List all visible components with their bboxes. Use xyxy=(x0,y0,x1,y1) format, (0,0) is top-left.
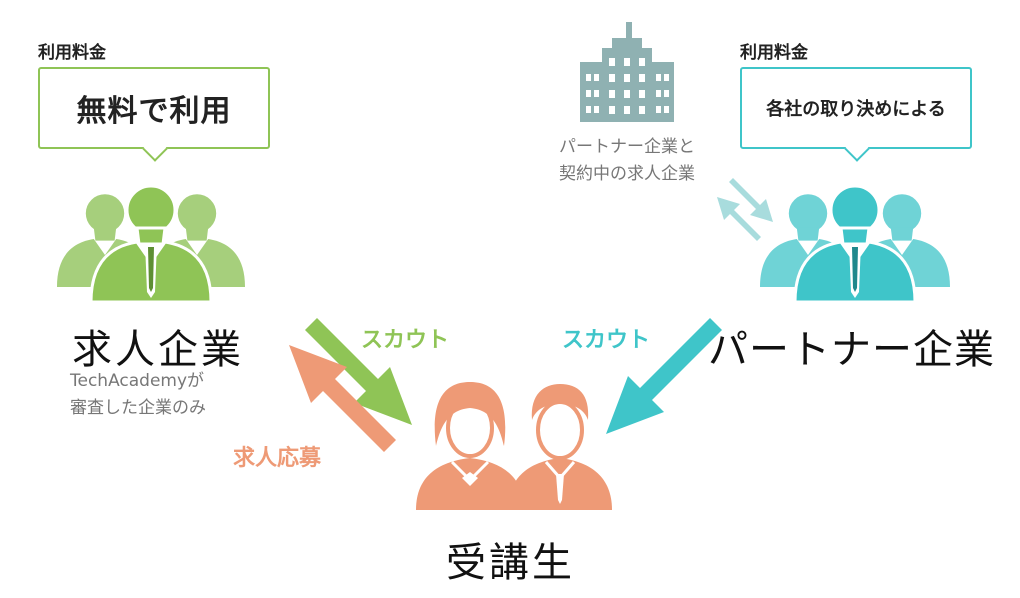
employer-scout-arrow xyxy=(305,318,412,425)
contracted-companies-caption: パートナー企業と 契約中の求人企業 xyxy=(537,134,717,188)
contract-exchange-arrows xyxy=(717,178,773,241)
employer-note-line-1: TechAcademyが xyxy=(70,371,205,391)
partner-node-label: パートナー企業 xyxy=(708,327,995,373)
office-building-icon xyxy=(580,22,674,122)
students-icon xyxy=(416,382,612,510)
employer-fee-callout: 無料で利用 xyxy=(38,67,270,149)
student-apply-label: 求人応募 xyxy=(233,446,322,471)
employer-fee-label: 利用料金 xyxy=(38,43,106,63)
employer-note-line-2: 審査した企業のみ xyxy=(70,398,206,418)
employer-note: TechAcademyが 審査した企業のみ xyxy=(70,368,206,422)
partner-scout-label: スカウト xyxy=(562,328,651,353)
partner-scout-arrow xyxy=(606,318,722,434)
partner-fee-value: 各社の取り決めによる xyxy=(766,99,946,120)
partner-fee-callout: 各社の取り決めによる xyxy=(740,67,972,149)
student-apply-arrow xyxy=(289,345,396,452)
business-people-icon xyxy=(57,184,245,304)
partner-fee-label: 利用料金 xyxy=(740,43,808,63)
contracted-line-2: 契約中の求人企業 xyxy=(559,164,695,184)
employer-scout-label: スカウト xyxy=(361,328,450,353)
employer-node-label: 求人企業 xyxy=(72,327,244,373)
business-people-icon xyxy=(760,184,950,304)
employer-fee-value: 無料で利用 xyxy=(76,94,232,129)
contracted-line-1: パートナー企業と xyxy=(559,137,695,157)
students-node-label: 受講生 xyxy=(446,540,575,586)
